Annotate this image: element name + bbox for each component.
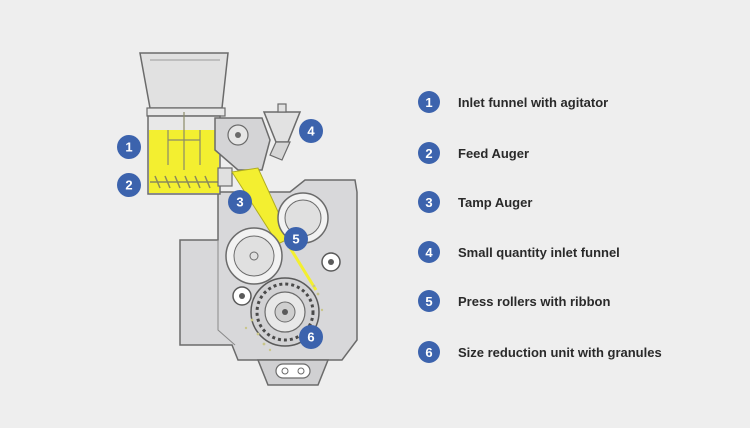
svg-text:6: 6 bbox=[307, 330, 314, 345]
size-reduction-rotor bbox=[250, 277, 320, 347]
callout-badge-4: 4 bbox=[299, 119, 323, 143]
legend-badge: 5 bbox=[418, 290, 440, 312]
callout-badge-3: 3 bbox=[228, 190, 252, 214]
legend-label: Size reduction unit with granules bbox=[458, 344, 662, 360]
agitator-icon bbox=[167, 112, 201, 170]
callout-badge-5: 5 bbox=[284, 227, 308, 251]
callout-badge-2: 2 bbox=[117, 173, 141, 197]
svg-text:5: 5 bbox=[292, 232, 299, 247]
left-press-roller bbox=[225, 227, 283, 285]
svg-text:4: 4 bbox=[307, 124, 315, 139]
legend-item-2: 2 Feed Auger bbox=[418, 141, 529, 165]
legend-label: Small quantity inlet funnel bbox=[458, 244, 620, 260]
legend-badge: 1 bbox=[418, 91, 440, 113]
svg-text:3: 3 bbox=[236, 195, 243, 210]
legend-badge: 4 bbox=[418, 241, 440, 263]
legend-item-1: 1 Inlet funnel with agitator bbox=[418, 90, 608, 114]
legend-label: Press rollers with ribbon bbox=[458, 293, 611, 309]
legend-badge: 2 bbox=[418, 142, 440, 164]
legend-label: Inlet funnel with agitator bbox=[458, 94, 609, 110]
callout-badge-1: 1 bbox=[117, 135, 141, 159]
inlet-hopper-top bbox=[139, 52, 229, 109]
legend-item-4: 4 Small quantity inlet funnel bbox=[418, 240, 620, 264]
legend-item-5: 5 Press rollers with ribbon bbox=[418, 289, 610, 313]
legend-label: Feed Auger bbox=[458, 145, 530, 161]
legend-badge: 3 bbox=[418, 191, 440, 213]
svg-text:2: 2 bbox=[125, 178, 132, 193]
granules bbox=[244, 284, 324, 352]
legend-item-3: 3 Tamp Auger bbox=[418, 190, 532, 214]
svg-text:1: 1 bbox=[125, 140, 132, 155]
legend-badge: 6 bbox=[418, 341, 440, 363]
legend-label: Tamp Auger bbox=[458, 194, 533, 210]
legend-item-6: 6 Size reduction unit with granules bbox=[418, 340, 662, 364]
housing-inner-panel bbox=[217, 240, 236, 346]
callout-badge-6: 6 bbox=[299, 325, 323, 349]
feed-auger-icon bbox=[150, 175, 218, 189]
